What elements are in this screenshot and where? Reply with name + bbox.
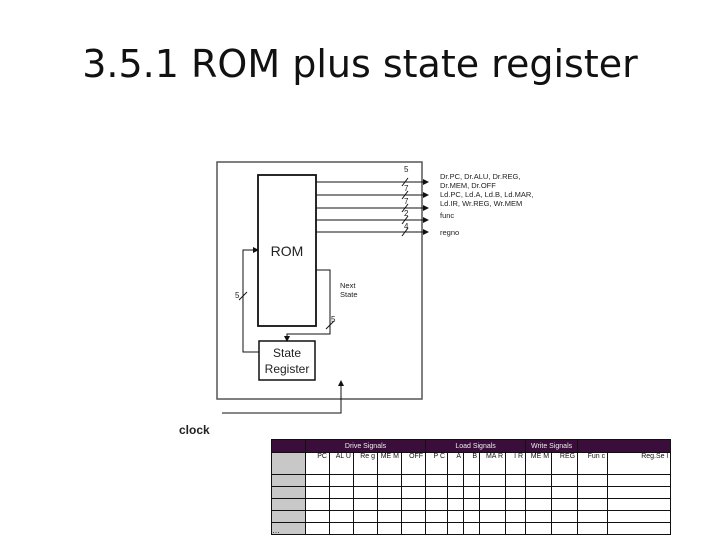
col-ld-ir: I R xyxy=(505,452,527,475)
bus-width-labels: 5 7 7 2 4 xyxy=(404,165,409,231)
table-row xyxy=(271,510,672,523)
bus-width-3: 2 xyxy=(404,209,409,218)
group-drive: Drive Signals xyxy=(304,439,427,453)
col-mem: ME M xyxy=(377,452,402,475)
state-register-block xyxy=(258,340,316,381)
group-write: Write Signals xyxy=(525,439,579,453)
output-label-5: regno xyxy=(440,228,459,237)
col-wr-reg: REG xyxy=(551,452,579,475)
table-header-row: PC AL U Re g ME M OFF P C A B MA R I R M… xyxy=(271,452,672,475)
clock-line xyxy=(222,386,342,414)
col-wr-mem: ME M xyxy=(525,452,553,475)
col-ld-a: A xyxy=(447,452,465,475)
col-ld-pc: P C xyxy=(425,452,449,475)
next-state-label-line2: State xyxy=(340,290,358,299)
table-group-row: Drive Signals Load Signals Write Signals xyxy=(271,439,672,453)
col-ld-b: B xyxy=(463,452,481,475)
group-blank xyxy=(577,439,672,453)
output-label-4: func xyxy=(440,211,454,220)
col-regsel: Reg.Se l xyxy=(607,452,672,475)
control-signal-table: Drive Signals Load Signals Write Signals… xyxy=(271,439,672,535)
group-corner xyxy=(271,439,306,453)
bus-width-2: 7 xyxy=(404,197,409,206)
bus-width-4: 4 xyxy=(404,222,409,231)
feedback-path xyxy=(238,249,259,353)
col-reg: Re g xyxy=(353,452,378,475)
group-load: Load Signals xyxy=(425,439,527,453)
output-signal-labels: Dr.PC, Dr.ALU, Dr.REG, Dr.MEM, Dr.OFF Ld… xyxy=(440,172,533,237)
col-ld-mar: MA R xyxy=(479,452,507,475)
table-row xyxy=(271,486,672,499)
output-arrowheads xyxy=(423,179,429,235)
feedback-width-right: 5 xyxy=(331,315,336,324)
rom-block xyxy=(257,174,317,327)
output-label-3: Ld.IR, Wr.REG, Wr.MEM xyxy=(440,199,522,208)
bus-width-1: 7 xyxy=(404,184,409,193)
col-func: Fun c xyxy=(577,452,609,475)
next-state-label-line1: Next xyxy=(340,281,356,290)
col-alu: AL U xyxy=(329,452,354,475)
table-ellipsis: … xyxy=(271,522,306,535)
output-label-1: Dr.MEM, Dr.OFF xyxy=(440,181,496,190)
state-register-label-line1: State xyxy=(273,346,301,360)
feedback-width-left: 5 xyxy=(235,291,240,300)
clock-label: clock xyxy=(179,423,210,437)
output-label-2: Ld.PC, Ld.A, Ld.B, Ld.MAR, xyxy=(440,190,533,199)
table-row: … xyxy=(271,522,672,535)
table-row xyxy=(271,498,672,511)
col-off: OFF xyxy=(400,452,427,475)
slide-title: 3.5.1 ROM plus state register xyxy=(82,42,638,86)
row-header-corner xyxy=(271,452,306,475)
state-register-label-line2: Register xyxy=(265,362,310,376)
output-buses xyxy=(316,177,423,237)
bus-width-0: 5 xyxy=(404,165,409,174)
col-pc: PC xyxy=(305,452,330,475)
outer-box xyxy=(216,161,423,400)
table-row xyxy=(271,474,672,487)
rom-label: ROM xyxy=(271,243,304,259)
output-label-0: Dr.PC, Dr.ALU, Dr.REG, xyxy=(440,172,520,181)
